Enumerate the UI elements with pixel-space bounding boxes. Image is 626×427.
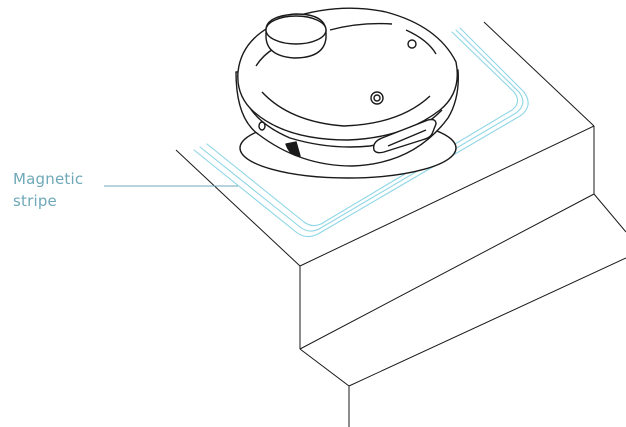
callout-line-2: stripe — [13, 192, 57, 210]
stair-outline — [175, 21, 626, 427]
robot-vacuum — [235, 7, 459, 179]
magnetic-stripe-label: Magnetic stripe — [13, 168, 123, 212]
callout-line-1: Magnetic — [13, 170, 84, 188]
